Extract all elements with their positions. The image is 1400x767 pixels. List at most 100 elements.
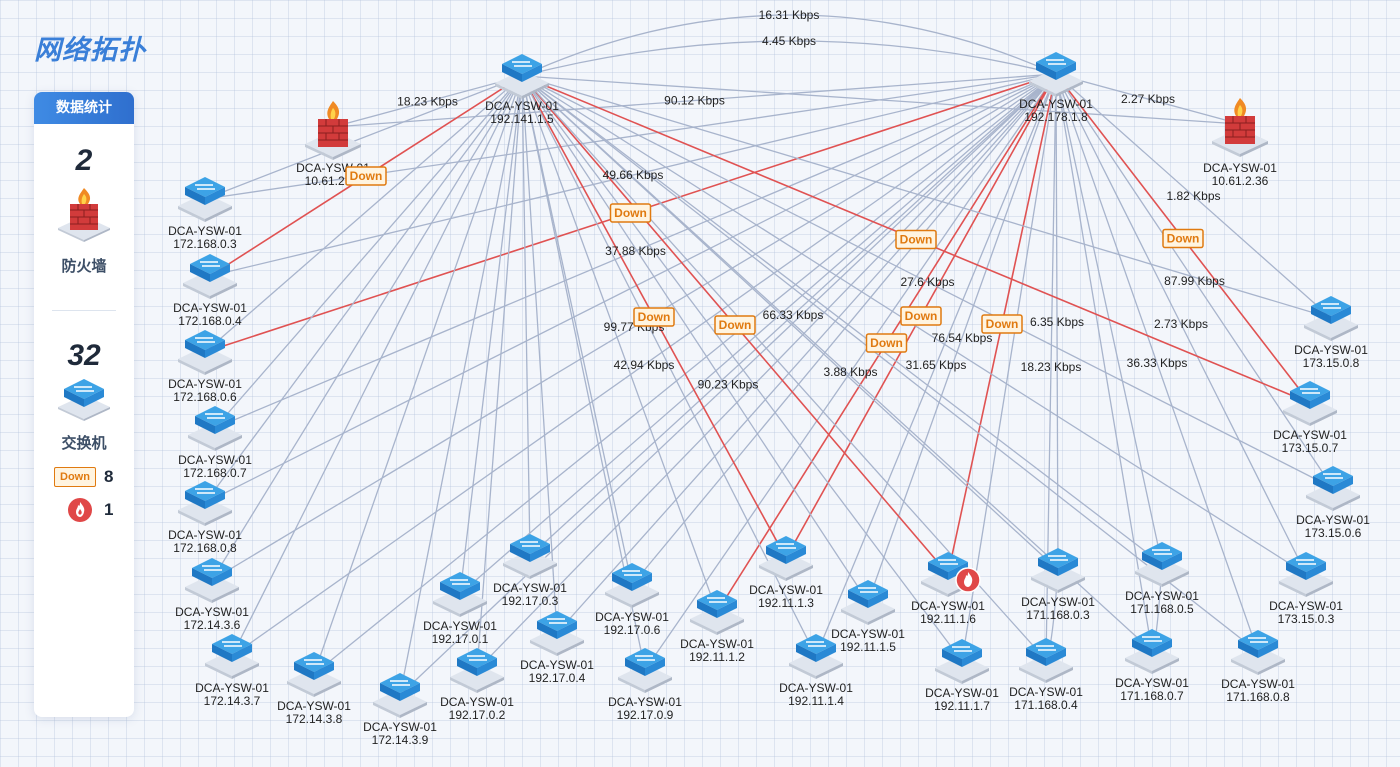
link[interactable] <box>313 75 523 675</box>
link[interactable] <box>209 73 1057 277</box>
link[interactable] <box>1055 73 1307 575</box>
link[interactable] <box>231 75 523 657</box>
down-badge[interactable]: Down <box>714 315 756 335</box>
link[interactable] <box>476 75 523 671</box>
down-badge[interactable]: Down <box>981 314 1023 334</box>
link[interactable] <box>521 75 531 557</box>
link[interactable] <box>521 75 718 613</box>
link[interactable] <box>521 14 1057 77</box>
down-badge[interactable]: Down <box>1162 228 1204 249</box>
link[interactable] <box>459 75 523 595</box>
link[interactable] <box>214 75 523 429</box>
link[interactable] <box>961 73 1057 662</box>
link[interactable] <box>867 73 1057 603</box>
switch-icon <box>204 633 260 680</box>
link[interactable] <box>399 75 523 696</box>
link[interactable] <box>214 73 1057 429</box>
link[interactable] <box>231 73 1057 657</box>
link[interactable] <box>1055 73 1241 125</box>
link[interactable] <box>644 73 1057 671</box>
link[interactable] <box>521 75 1259 653</box>
link[interactable] <box>204 75 523 200</box>
link[interactable] <box>521 75 1334 489</box>
firewall-label: 防火墙 <box>61 257 107 275</box>
link[interactable] <box>521 75 963 662</box>
node-name: DCA-YSW-01 <box>493 581 567 595</box>
down-badge[interactable]: Down <box>633 307 675 327</box>
link[interactable] <box>399 73 1057 696</box>
link[interactable] <box>1055 73 1153 652</box>
link[interactable] <box>459 73 1057 595</box>
link[interactable] <box>204 75 523 504</box>
link[interactable] <box>815 73 1057 657</box>
link[interactable] <box>556 73 1057 634</box>
link[interactable] <box>1055 73 1332 319</box>
down-badge[interactable]: Down <box>345 166 387 186</box>
fire-icon <box>68 498 92 522</box>
node-name: DCA-YSW-01 <box>520 658 594 672</box>
link[interactable] <box>211 75 523 581</box>
link-rate-label: 18.23 Kbps <box>397 95 458 109</box>
link[interactable] <box>211 73 1057 581</box>
link[interactable] <box>204 75 523 353</box>
link[interactable] <box>521 75 633 586</box>
link[interactable] <box>521 75 1163 565</box>
down-badge[interactable]: Down <box>609 203 652 223</box>
down-badge[interactable]: Down <box>895 229 937 250</box>
link[interactable] <box>1055 73 1259 653</box>
link[interactable] <box>332 73 1057 128</box>
link[interactable] <box>521 75 1332 319</box>
down-badge[interactable]: Down <box>865 333 908 353</box>
link[interactable] <box>521 40 1057 77</box>
link[interactable] <box>521 75 869 603</box>
node-name: DCA-YSW-01 <box>595 610 669 624</box>
link[interactable] <box>476 73 1057 671</box>
link[interactable] <box>521 75 558 634</box>
link[interactable] <box>1055 73 1059 571</box>
link-rate-label: 49.66 Kbps <box>603 168 664 182</box>
link[interactable] <box>529 73 1057 557</box>
link[interactable] <box>1055 73 1334 489</box>
link[interactable] <box>332 75 523 128</box>
link[interactable] <box>204 73 1057 504</box>
fire-icon[interactable] <box>955 567 981 593</box>
switch-icon <box>1305 465 1361 512</box>
link[interactable] <box>631 73 1057 586</box>
down-badge[interactable]: Down <box>900 306 942 326</box>
link[interactable] <box>521 75 817 657</box>
